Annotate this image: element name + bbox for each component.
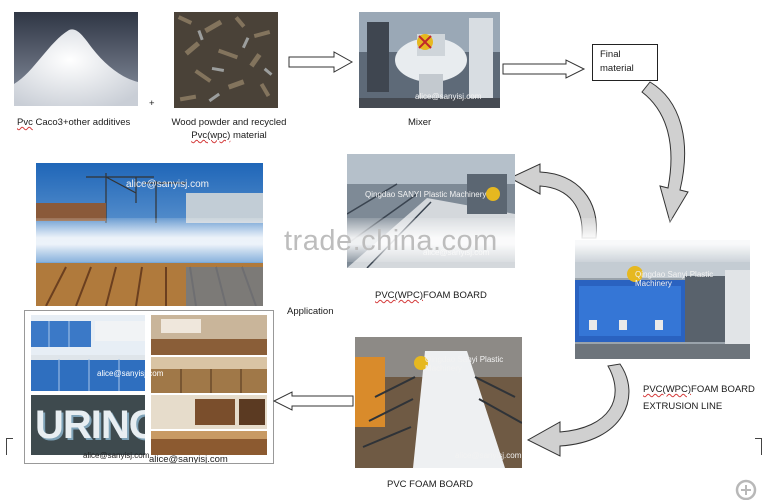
extrusion-company-watermark: Qingdao Sanyi Plastic Machinery [635,270,714,288]
extrusion-caption: PVC(WPC)FOAM BOARD EXTRUSION LINE [643,384,755,412]
collage-watermark-1: alice@sanyisj.com [97,369,164,378]
final-material-box: Final material [592,44,658,81]
pvc-foam-board-caption: PVC FOAM BOARD [387,479,474,490]
uring-sign-photo: URING [31,395,145,455]
site-watermark-band [18,218,753,262]
curved-arrow-to-extrusion [641,81,689,224]
pvc-board-company-watermark: Qingdao Sanyi Plastic Machinery [425,355,504,373]
kitchen-wood-photo-1 [151,315,267,355]
kitchen-blue-photo [31,315,145,391]
wardrobe-photo [151,395,267,429]
arrow-to-application [272,391,354,411]
site-watermark: trade.china.com [284,225,498,257]
collage-watermark-2: alice@sanyisj.com [83,451,150,460]
pvc-powder-photo [14,12,138,106]
pvc-board-email-watermark: alice@sanyisj.com [455,451,522,460]
kitchen-wood-photo-2 [151,357,267,393]
plus-sign: + [149,98,155,109]
cabinet-photo [151,431,267,455]
mixer-watermark: alice@sanyisj.com [415,92,482,101]
curved-arrow-to-pvc-board [526,363,630,457]
wood-caption: Wood powder and recycled Pvc(wpc) materi… [171,117,287,141]
pvc-caption: Pvc Caco3+other additives [17,117,131,128]
mixer-photo: alice@sanyisj.com [359,12,500,108]
wpc-board-company-watermark: Qingdao SANYI Plastic Machinery [365,190,487,199]
construction-watermark: alice@sanyisj.com [126,179,209,190]
arrow-to-final-material [502,59,586,79]
corner-mark-right [755,438,762,455]
application-caption: Application [287,306,334,317]
collage-watermark-3: alice@sanyisj.com [149,454,228,464]
application-collage-frame: URING alice@sanyisj.com alice@sanyisj.co… [24,310,274,464]
arrow-to-mixer [288,51,354,73]
pvc-foam-board-photo: Qingdao Sanyi Plastic Machinery alice@sa… [355,337,522,468]
mixer-caption: Mixer [408,117,432,128]
wpc-foam-board-caption: PVC(WPC)FOAM BOARD [375,290,487,301]
uring-sign-text: URING [35,403,145,447]
corner-mark-left [6,438,13,455]
logo-icon [735,479,757,500]
wood-recycled-photo [174,12,278,108]
